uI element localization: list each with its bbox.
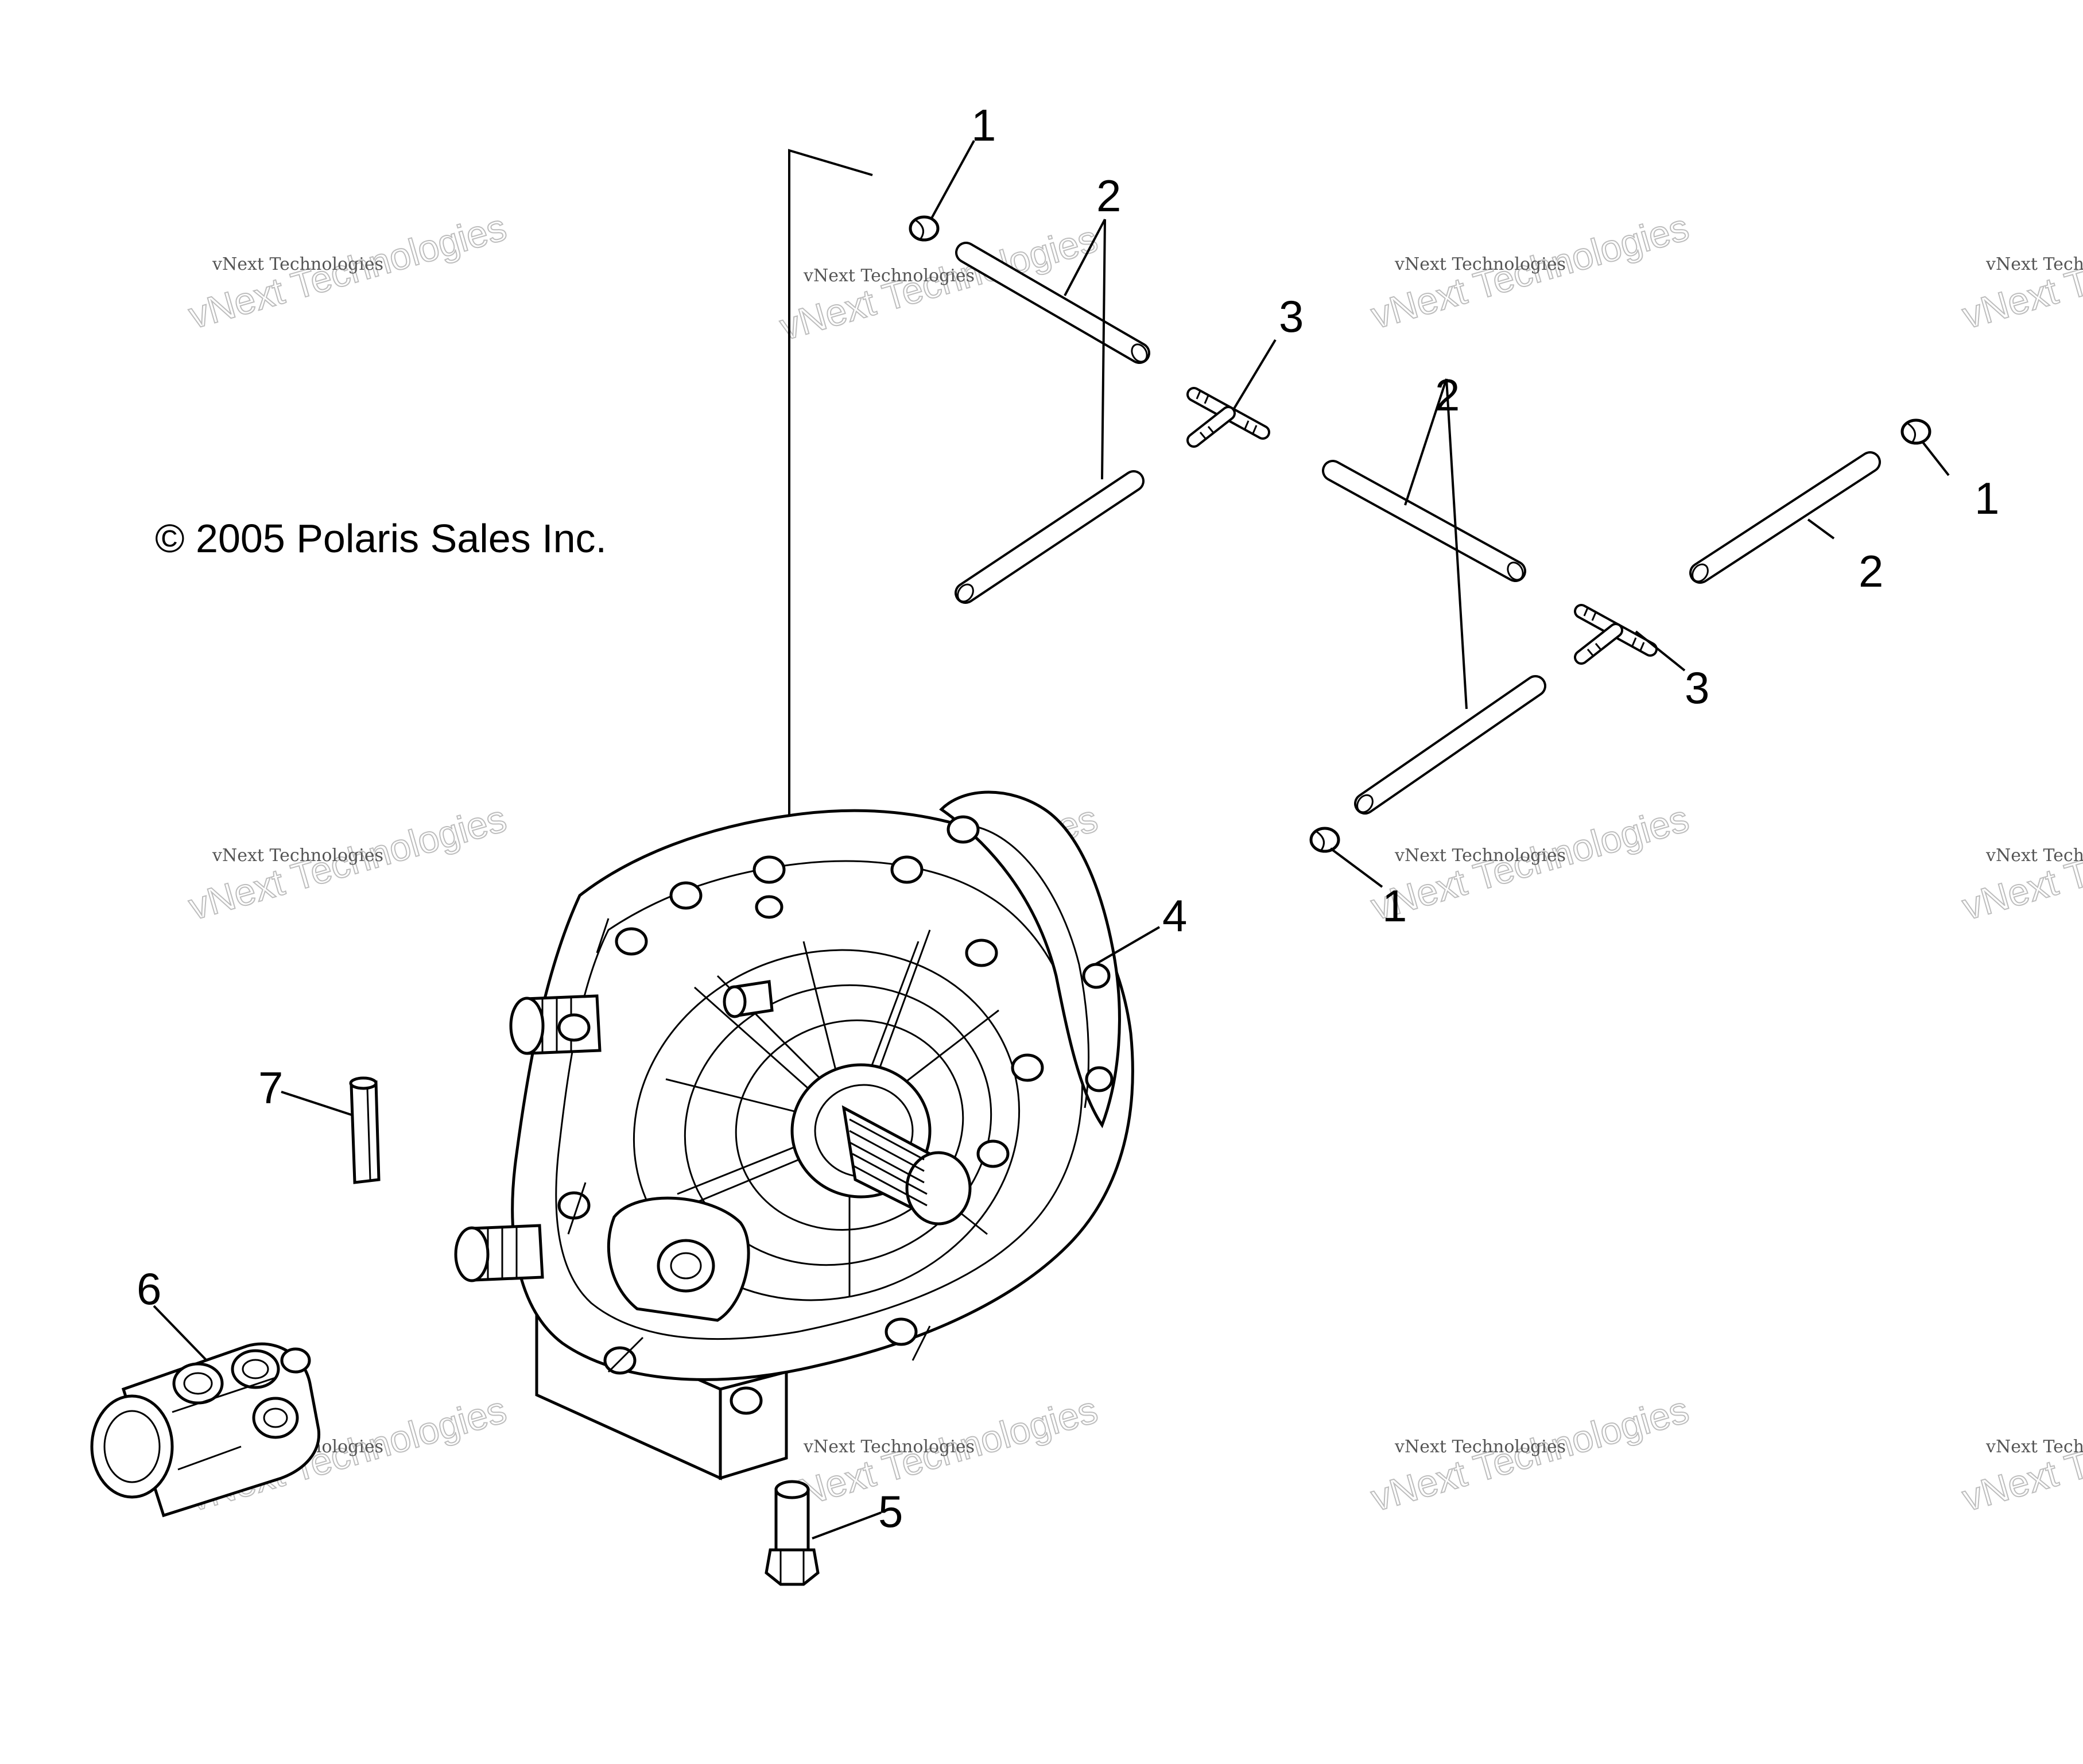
callout-2: 2 bbox=[1859, 546, 1883, 596]
svg-text:vNext Technologies: vNext Technologies bbox=[1985, 846, 2083, 866]
callout-5: 5 bbox=[878, 1486, 903, 1537]
watermark: vNext Technologies vNext Technologies bbox=[775, 216, 1103, 349]
watermark: vNext Technologies vNext Technologies bbox=[1366, 1387, 1694, 1520]
callout-2: 2 bbox=[1096, 170, 1121, 221]
callout-1: 1 bbox=[971, 100, 996, 150]
svg-text:vNext Technologies: vNext Technologies bbox=[1394, 254, 1566, 274]
clamp bbox=[1900, 418, 1931, 445]
roll-pin bbox=[349, 1076, 381, 1184]
gearcase-housing bbox=[454, 790, 1134, 1480]
svg-text:vNext Technologies: vNext Technologies bbox=[212, 846, 383, 866]
svg-text:vNext Technologies: vNext Technologies bbox=[1394, 846, 1566, 866]
callout-6: 6 bbox=[137, 1263, 161, 1314]
callout-1: 1 bbox=[1975, 473, 1999, 524]
copyright-notice: © 2005 Polaris Sales Inc. bbox=[155, 516, 607, 561]
svg-text:vNext Technologies: vNext Technologies bbox=[1985, 1437, 2083, 1457]
coupler bbox=[90, 1342, 321, 1518]
clamp bbox=[1309, 827, 1340, 853]
bolt bbox=[765, 1480, 820, 1586]
callout-3: 3 bbox=[1685, 662, 1709, 713]
callout-1: 1 bbox=[1382, 881, 1407, 931]
watermark: vNext Technologies vNext Technologies bbox=[184, 205, 511, 338]
svg-text:vNext Technologies: vNext Technologies bbox=[803, 1437, 975, 1457]
svg-text:vNext Technologies: vNext Technologies bbox=[212, 254, 383, 274]
hose bbox=[1354, 675, 1546, 815]
callout-2: 2 bbox=[1435, 370, 1460, 420]
vent-line bbox=[788, 149, 873, 838]
hose bbox=[1322, 460, 1526, 582]
svg-text:vNext Technologies: vNext Technologies bbox=[803, 266, 975, 286]
hose bbox=[1689, 451, 1881, 584]
clamp bbox=[909, 215, 940, 242]
svg-text:vNext Technologies: vNext Technologies bbox=[1394, 1437, 1566, 1457]
callout-3: 3 bbox=[1279, 291, 1304, 342]
watermark: vNext Technologies vNext Technologies bbox=[775, 1387, 1103, 1520]
tee-fitting bbox=[1186, 387, 1270, 448]
callout-4: 4 bbox=[1162, 890, 1187, 941]
callouts: 1 2 3 2 1 2 3 1 4 5 6 7 bbox=[137, 100, 1999, 1537]
hose bbox=[955, 470, 1145, 604]
watermark: vNext Technologies vNext Technologies bbox=[1957, 796, 2083, 929]
watermark: vNext Technologies vNext Technologies bbox=[1957, 205, 2083, 338]
watermarks: vNext Technologies vNext Technologies vN… bbox=[184, 205, 2083, 1520]
watermark: vNext Technologies vNext Technologies bbox=[1957, 1387, 2083, 1520]
hose bbox=[955, 242, 1150, 364]
watermark: vNext Technologies vNext Technologies bbox=[1366, 796, 1694, 929]
tee-fitting bbox=[1574, 604, 1658, 665]
svg-text:vNext Technologies: vNext Technologies bbox=[1985, 254, 2083, 274]
watermark: vNext Technologies vNext Technologies bbox=[1366, 205, 1694, 338]
leader-lines bbox=[153, 140, 1950, 1540]
watermark: vNext Technologies vNext Technologies bbox=[184, 796, 511, 929]
callout-7: 7 bbox=[258, 1063, 283, 1113]
